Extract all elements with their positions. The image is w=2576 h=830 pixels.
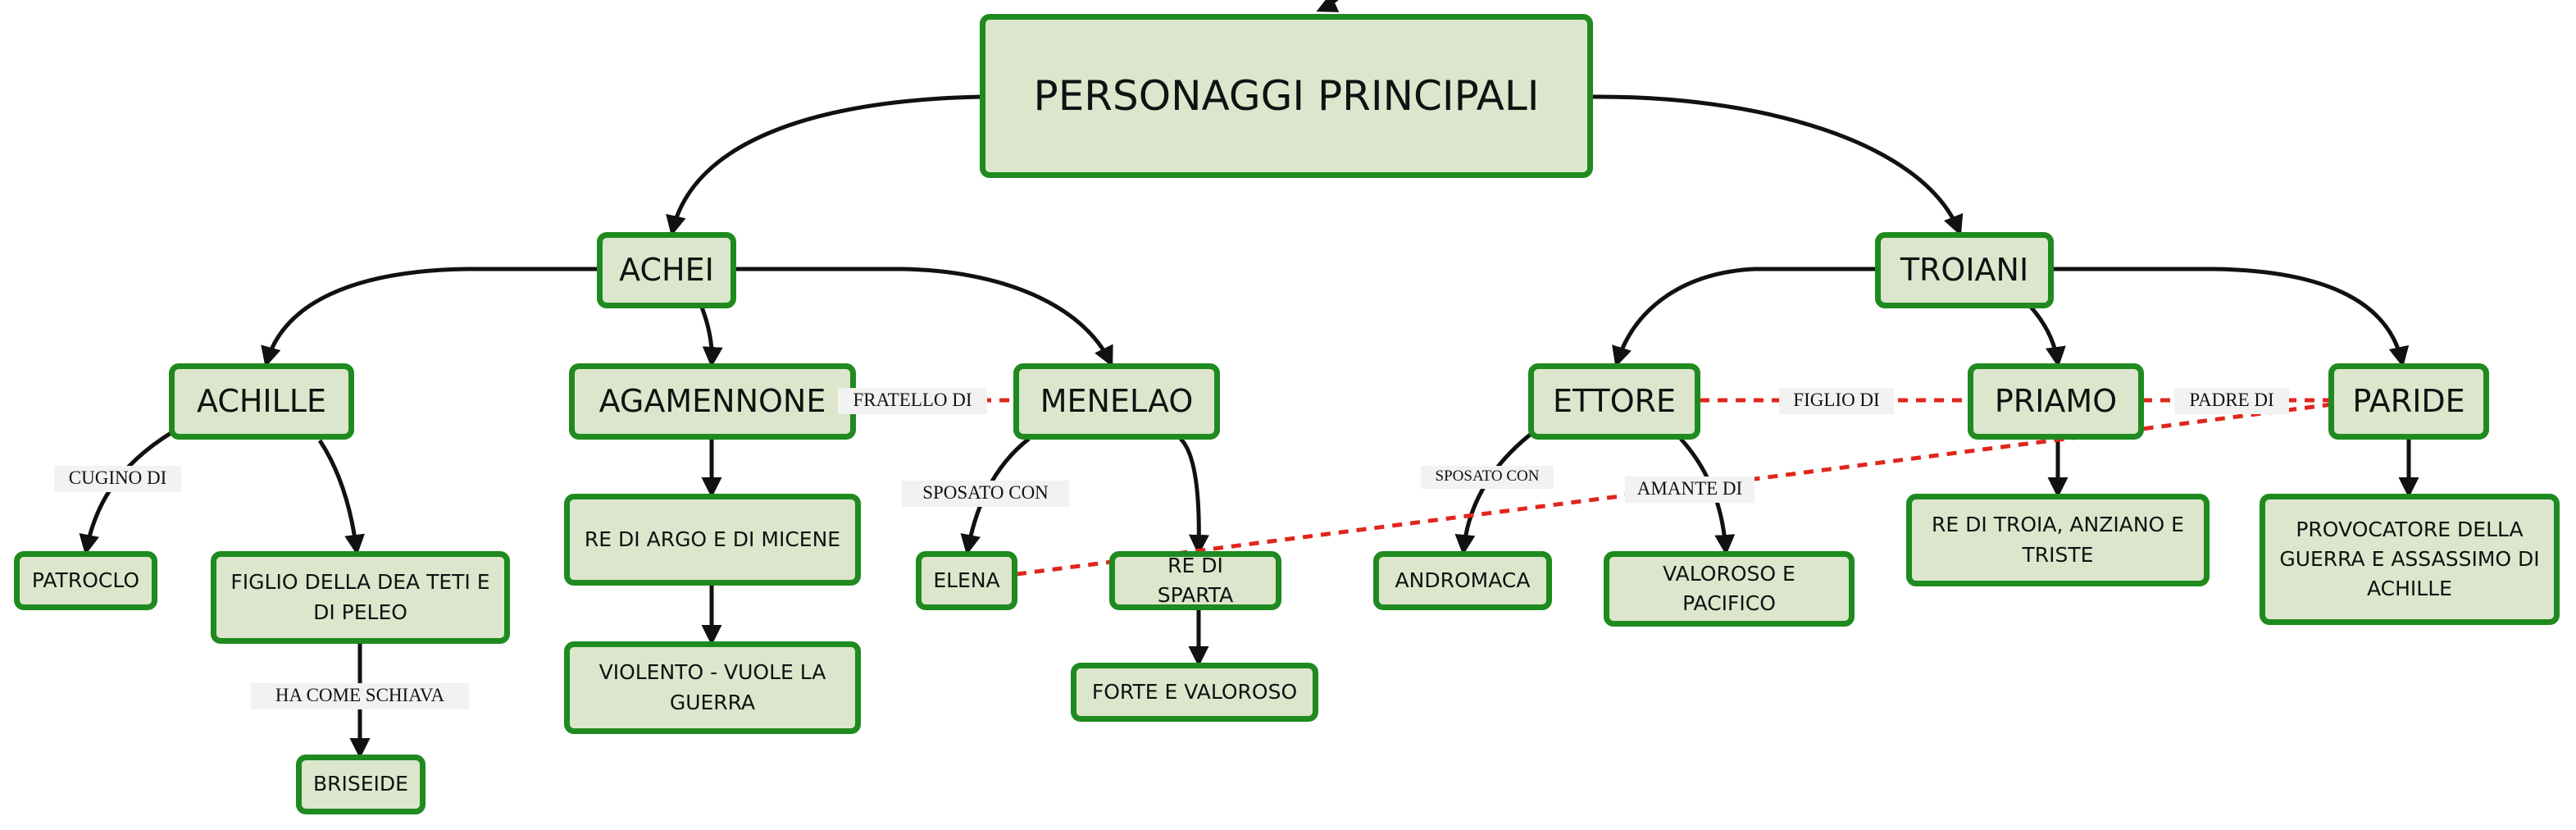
node-violento-guerra[interactable]: VIOLENTO - VUOLE LA GUERRA: [564, 641, 861, 734]
edge-troiani-paride: [2050, 267, 2410, 367]
node-andromaca[interactable]: ANDROMACA: [1373, 551, 1552, 610]
edge-ettore-andromaca: [1454, 431, 1535, 555]
edge-achei-achille: [261, 267, 598, 367]
label-figlio-di: FIGLIO DI: [1779, 388, 1894, 414]
node-patroclo[interactable]: PATROCLO: [14, 551, 157, 610]
edge-menelao-resparta: [1179, 437, 1210, 555]
node-re-troia[interactable]: RE DI TROIA, ANZIANO E TRISTE: [1906, 494, 2210, 586]
node-valoroso-pacifico[interactable]: VALOROSO E PACIFICO: [1604, 551, 1855, 627]
node-priamo[interactable]: PRIAMO: [1968, 363, 2144, 440]
group-node-troiani[interactable]: TROIANI: [1875, 232, 2054, 308]
node-forte-valoroso[interactable]: FORTE E VALOROSO: [1071, 663, 1318, 722]
edge-root-troiani: [1590, 94, 1964, 236]
edge-achei-agamennone: [699, 304, 723, 367]
node-re-sparta[interactable]: RE DI SPARTA: [1109, 551, 1281, 610]
edge-achille-figlio: [317, 439, 365, 555]
node-ettore[interactable]: ETTORE: [1528, 363, 1700, 440]
node-achille[interactable]: ACHILLE: [169, 363, 354, 440]
label-sposato-con-menelao: SPOSATO CON: [902, 481, 1069, 507]
edge-troiani-ettore: [1612, 267, 1877, 367]
label-padre-di: PADRE DI: [2174, 388, 2289, 414]
edge-achei-menelao: [734, 267, 1113, 367]
edge-incoming-root: [1316, 0, 1340, 12]
node-briseide[interactable]: BRISEIDE: [296, 755, 426, 814]
node-re-argo-micene[interactable]: RE DI ARGO E DI MICENE: [564, 494, 861, 586]
root-node-personaggi[interactable]: PERSONAGGI PRINCIPALI: [980, 14, 1593, 178]
label-amante-di: AMANTE DI: [1625, 477, 1755, 503]
node-agamennone[interactable]: AGAMENNONE: [569, 363, 856, 440]
label-ha-come-schiava: HA COME SCHIAVA: [251, 683, 469, 709]
node-provocatore-guerra[interactable]: PROVOCATORE DELLA GUERRA E ASSASSIMO DI …: [2260, 494, 2560, 625]
group-node-achei[interactable]: ACHEI: [597, 232, 736, 308]
edge-troiani-priamo: [2028, 303, 2066, 367]
node-elena[interactable]: ELENA: [916, 551, 1017, 610]
label-fratello-di: FRATELLO DI: [838, 388, 987, 414]
label-cugino-di: CUGINO DI: [54, 466, 181, 492]
label-sposato-con-ettore: SPOSATO CON: [1421, 466, 1554, 489]
node-figlio-dea-teti[interactable]: FIGLIO DELLA DEA TETI E DI PELEO: [211, 551, 510, 644]
edge-root-achei: [666, 94, 983, 236]
node-paride[interactable]: PARIDE: [2328, 363, 2489, 440]
node-menelao[interactable]: MENELAO: [1013, 363, 1220, 440]
